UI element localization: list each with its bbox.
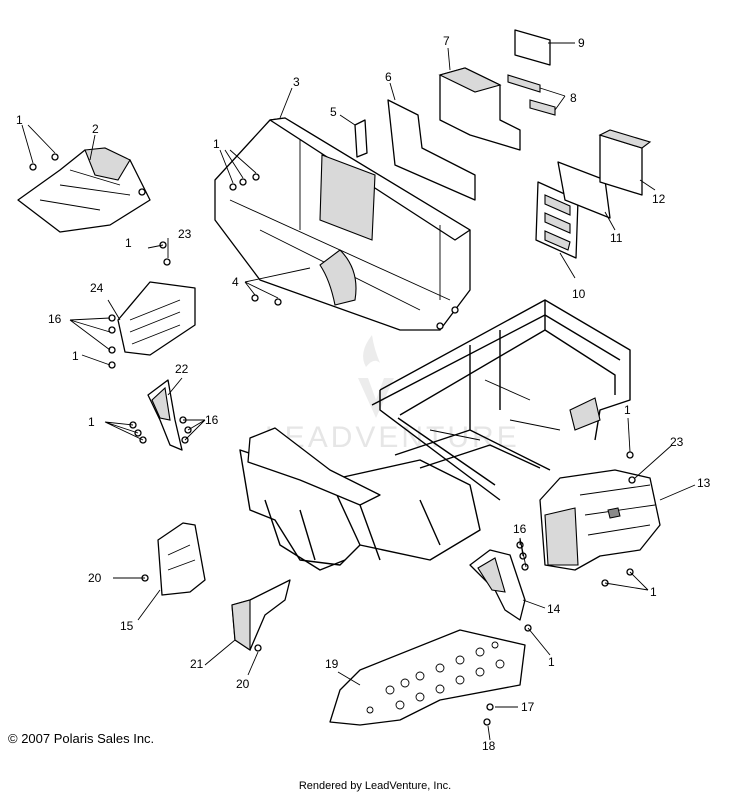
part-11-panel xyxy=(557,161,611,219)
part-24-panel xyxy=(117,281,196,356)
callout-1d: 1 xyxy=(72,349,79,363)
part-22-guard xyxy=(147,379,183,451)
callout-16a: 16 xyxy=(48,312,62,326)
part-frame xyxy=(239,299,631,571)
callout-1f: 1 xyxy=(624,403,631,417)
part-19-floorboard xyxy=(329,629,526,726)
part-3-cargo-box xyxy=(214,117,471,331)
callout-1b: 1 xyxy=(213,137,220,151)
callout-20b: 20 xyxy=(236,677,250,691)
callout-15: 15 xyxy=(120,619,134,633)
rendered-by-text: Rendered by LeadVenture, Inc. xyxy=(298,780,452,792)
callout-14: 14 xyxy=(547,602,561,616)
callout-23a: 23 xyxy=(178,227,192,241)
part-15-panel xyxy=(157,522,206,596)
part-2-skid-plate xyxy=(17,147,151,233)
part-6-pad xyxy=(387,99,476,201)
leader-lines xyxy=(21,42,696,741)
watermark: LEADVENTURE xyxy=(265,335,520,454)
copyright-text: © 2007 Polaris Sales Inc. xyxy=(8,731,155,746)
callout-9: 9 xyxy=(578,36,585,50)
callout-11: 11 xyxy=(610,231,623,245)
part-12-foam xyxy=(598,129,652,196)
part-7-foam xyxy=(438,67,521,151)
callout-1: 1 xyxy=(16,113,23,127)
callout-3: 3 xyxy=(293,75,300,89)
callout-13: 13 xyxy=(697,476,711,490)
callout-17: 17 xyxy=(521,700,535,714)
watermark-text: LEADVENTURE xyxy=(265,421,520,454)
callout-1h: 1 xyxy=(548,655,555,669)
callout-21: 21 xyxy=(190,657,204,671)
callout-7: 7 xyxy=(443,34,450,48)
callout-5: 5 xyxy=(330,105,337,119)
callout-18: 18 xyxy=(482,739,496,753)
part-9-pad xyxy=(514,29,551,66)
part-8-strips xyxy=(507,74,556,116)
part-5-bracket xyxy=(354,119,368,158)
callout-12: 12 xyxy=(652,192,666,206)
callout-1c: 1 xyxy=(125,236,132,250)
callout-22: 22 xyxy=(175,362,189,376)
callout-23b: 23 xyxy=(670,435,684,449)
callout-1g: 1 xyxy=(650,585,657,599)
callout-20a: 20 xyxy=(88,571,102,585)
part-21-panel xyxy=(231,579,291,652)
callout-8: 8 xyxy=(570,91,577,105)
callout-10: 10 xyxy=(572,287,586,301)
callout-6: 6 xyxy=(385,70,392,84)
callout-16c: 16 xyxy=(513,522,527,536)
part-13-storage-box xyxy=(539,469,661,571)
callout-4: 4 xyxy=(232,275,239,289)
callout-16b: 16 xyxy=(205,413,219,427)
part-14-guard xyxy=(469,549,526,621)
callout-labels: 1 2 3 4 5 6 7 8 9 10 11 12 13 14 15 16 1… xyxy=(16,34,711,753)
callout-24: 24 xyxy=(90,281,104,295)
callout-1e: 1 xyxy=(88,415,95,429)
callout-19: 19 xyxy=(325,657,339,671)
callout-2: 2 xyxy=(92,122,99,136)
